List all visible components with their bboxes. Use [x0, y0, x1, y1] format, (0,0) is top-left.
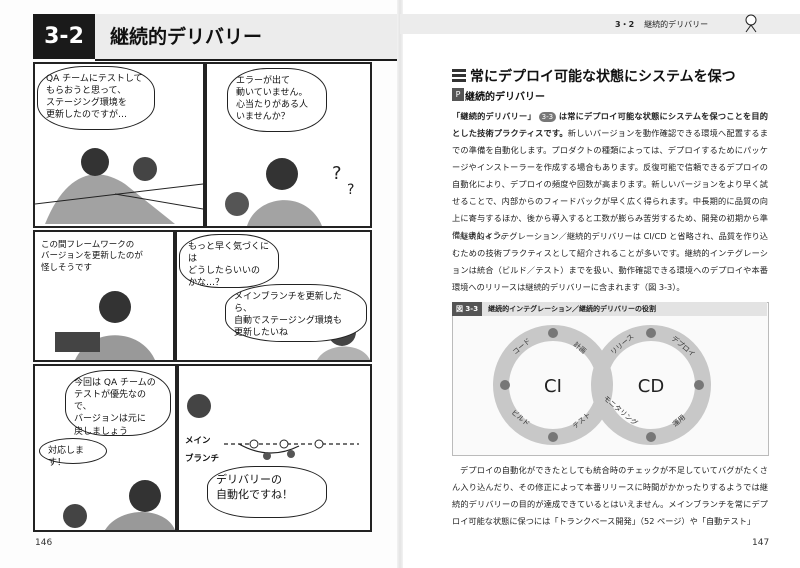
manga-panel-1: QA チームにテストして もらおうと思って、 ステージング環境を 更新したのです… [33, 62, 205, 228]
manga-panel-2: ? ? エラーが出て 動いていません。 心当たりがある人 いませんか？ [205, 62, 372, 228]
branch-label-main: メイン [185, 436, 211, 446]
bubble-line: QA チームにテストして [46, 74, 143, 84]
bubble-line: 動いていません。 [236, 88, 308, 99]
panel-5-drawing [63, 480, 175, 530]
book-gutter [397, 0, 403, 568]
bubble-line: いませんか？ [236, 112, 290, 123]
heading-keyword-icon: P [452, 88, 464, 101]
cicd-loop-diagram: CI CD コード 計画 テスト ビルド リリース デプロイ 運用 モニタリング [493, 325, 711, 445]
manga-panel-4: もっと早く気づくには どうしたらいいの かな…？ メインブランチを更新したら、 … [175, 230, 372, 362]
bubble-line: もっと早く気づくには [188, 242, 270, 265]
paragraph-1: 「継続的デリバリー」 3-3 は常にデプロイ可能な状態にシステムを保つことを目的… [452, 108, 768, 244]
figure-ref-badge: 3-3 [538, 112, 557, 122]
panel-4-bubble-b: メインブランチを更新したら、 自動でステージング環境も 更新したいね [225, 284, 367, 342]
panel-2-drawing: ? ? [225, 158, 354, 226]
bubble-line: テストが優先なので、 [74, 390, 147, 413]
term-bold: 「継続的デリバリー」 [452, 111, 536, 121]
paragraph-3: デプロイの自動化ができたとしても統合時のチェックが不足していてバグがたくさん入り… [452, 462, 768, 530]
character-mascot-icon [745, 14, 757, 33]
svg-text:?: ? [332, 163, 342, 184]
heading-bars-icon [452, 69, 466, 82]
bubble-line: 自動化ですね！ [216, 487, 293, 501]
paragraph-1-text: 「継続的デリバリー」 3-3 は常にデプロイ可能な状態にシステムを保つことを目的… [452, 108, 768, 244]
cd-label: CD [638, 376, 664, 397]
bubble-line: デリバリーの [216, 473, 282, 486]
caption-line: この間フレームワークの [41, 240, 135, 250]
paragraph-2: 継続的インテグレーション／継続的デリバリーは CI/CD と省略され、品質を作り… [452, 228, 768, 296]
bubble-line: バージョンは元に [74, 414, 146, 425]
bubble-line: 自動でステージング環境も [234, 316, 342, 327]
bubble-line: かな…？ [188, 278, 225, 289]
definition-bold: は常にデプロイ可能な状態にシステムを保つことを目的とした技術プラクティスです。 [452, 111, 768, 138]
bubble-line: 心当たりがある人 [236, 100, 309, 111]
bubble-line: もらおうと思って、 [46, 86, 127, 97]
panel-1-drawing [35, 148, 203, 224]
running-head-title: 継続的デリバリー [644, 20, 709, 29]
paragraph-2-text: 継続的インテグレーション／継続的デリバリーは CI/CD と省略され、品質を作り… [452, 231, 768, 292]
panel-3-drawing [55, 291, 155, 360]
bubble-line: 今回は QA チームの [74, 378, 156, 388]
running-head: 3・2 継続的デリバリー [400, 14, 800, 34]
heading-h2: 常にデプロイ可能な状態にシステムを保つ [470, 69, 736, 85]
paragraph-1-rest: 新しいバージョンを動作確認できる環境へ配置するまでの準備を自動化します。プロダク… [452, 128, 768, 240]
bubble-line: 更新したいね [234, 328, 289, 339]
figure-tag: 図 3-3 [452, 302, 483, 316]
ci-label: CI [544, 376, 562, 397]
section-number-badge: 3-2 [33, 14, 95, 59]
svg-text:?: ? [347, 182, 354, 198]
bubble-line: 対応します！ [48, 446, 85, 469]
bubble-line: ステージング環境を [46, 98, 127, 109]
page-number-right: 147 [752, 538, 770, 548]
figure-3-3: CI CD コード 計画 テスト ビルド リリース デプロイ 運用 モニタリング [452, 302, 769, 456]
running-head-label: 3・2 継続的デリバリー [615, 19, 708, 30]
panel-6-bubble: デリバリーの 自動化ですね！ [207, 466, 327, 518]
bubble-line: 戻しましょう [74, 426, 129, 437]
manga-panel-5: 今回は QA チームの テストが優先なので、 バージョンは元に 戻しましょう 対… [33, 364, 177, 532]
panel-6-drawing [187, 394, 359, 460]
heading-h3: 継続的デリバリー [465, 92, 545, 103]
panel-5-small-bubble: 対応します！ [39, 438, 107, 468]
section-title-bar [95, 14, 400, 61]
panel-3-text: この間フレームワークの バージョンを更新したのが 怪しそうです [41, 240, 143, 274]
caption-line: バージョンを更新したのが [41, 251, 143, 262]
panel-5-bubble: 今回は QA チームの テストが優先なので、 バージョンは元に 戻しましょう [65, 370, 171, 437]
section-title: 継続的デリバリー [110, 26, 263, 48]
bubble-line: どうしたらいいの [188, 266, 261, 277]
bubble-line: 更新したのですが… [46, 110, 128, 121]
bubble-line: メインブランチを更新したら、 [234, 292, 342, 315]
caption-line: 怪しそうです [41, 262, 93, 273]
running-head-section: 3・2 [615, 20, 635, 29]
manga-panel-3: この間フレームワークの バージョンを更新したのが 怪しそうです [33, 230, 175, 362]
panel-1-bubble: QA チームにテストして もらおうと思って、 ステージング環境を 更新したのです… [37, 66, 155, 130]
branch-label-branch: ブランチ [185, 454, 220, 464]
bubble-line: エラーが出て [236, 76, 291, 86]
panel-4-bubble-a: もっと早く気づくには どうしたらいいの かな…？ [179, 234, 279, 288]
manga-panel-6: メイン ブランチ デリバリーの 自動化ですね！ [177, 364, 372, 532]
manga-illustration: QA チームにテストして もらおうと思って、 ステージング環境を 更新したのです… [33, 62, 372, 532]
page-number-left: 146 [35, 538, 53, 548]
left-page: 3-2 継続的デリバリー QA チームにテストして もらおうと思って、 ステージ… [33, 14, 400, 548]
paragraph-3-text: デプロイの自動化ができたとしても統合時のチェックが不足していてバグがたくさん入り… [452, 465, 768, 526]
figure-caption: 継続的インテグレーション／継続的デリバリーの役割 [488, 305, 656, 313]
panel-2-bubble: エラーが出て 動いていません。 心当たりがある人 いませんか？ [227, 68, 327, 132]
figure-caption-bar: 図 3-3 継続的インテグレーション／継続的デリバリーの役割 [452, 302, 767, 316]
